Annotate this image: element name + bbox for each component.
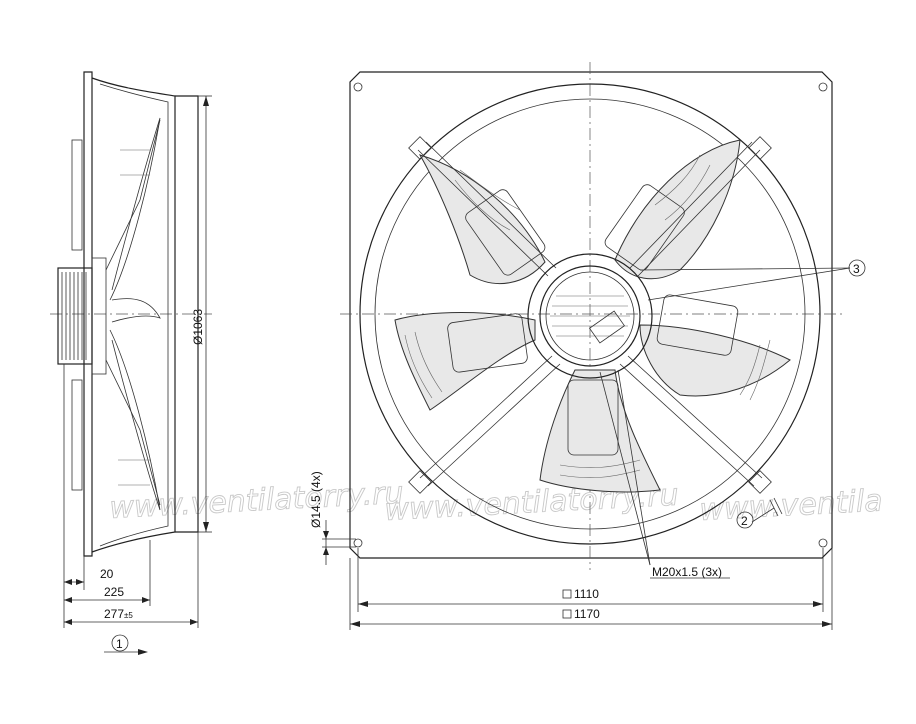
dim-1170-label: 1170 — [574, 607, 600, 621]
blade-5-guides — [404, 331, 443, 399]
dim-277-label: 277 — [104, 607, 124, 621]
side-blade-hatch — [118, 149, 150, 486]
strut-foot-tl — [408, 136, 432, 160]
dim-225-label: 225 — [104, 585, 124, 599]
hub-outer — [527, 253, 653, 379]
side-motor-fins — [61, 272, 87, 360]
blade-3 — [639, 324, 791, 397]
strut-tl — [417, 141, 557, 277]
side-blade-3 — [111, 298, 161, 323]
dim-1110-label: 1110 — [574, 587, 599, 601]
strut-br — [619, 355, 763, 487]
mount-hole-br — [818, 538, 828, 548]
strut-foot-tr — [748, 136, 772, 160]
dim-277-tolerance: ±5 — [124, 611, 133, 620]
watermark-text-3: www.ventila — [699, 483, 884, 528]
blade-5 — [394, 312, 536, 411]
callout-3-circle — [848, 259, 866, 277]
side-bracket-bottom — [71, 379, 83, 491]
mount-hole-tl — [353, 82, 363, 92]
blade-3-guides — [739, 339, 771, 401]
side-view: Ø1063 20 225 277 ±5 1 — [50, 71, 212, 655]
side-motor-flange — [91, 257, 107, 375]
strut-bl — [419, 355, 561, 487]
side-flange — [175, 95, 199, 533]
motor-fins — [550, 295, 630, 337]
terminal-box — [588, 310, 626, 344]
side-motor-body — [57, 267, 93, 365]
side-housing-inner — [99, 83, 169, 547]
mount-hole-tr — [818, 82, 828, 92]
square-symbol-1110 — [562, 589, 572, 599]
strut-foot-br — [748, 470, 772, 494]
hub-motor — [539, 265, 641, 367]
dim-hole-label: Ø14.5 (4x) — [309, 471, 323, 528]
hub-motor-inner — [545, 271, 635, 361]
blade-4-guides — [559, 459, 641, 479]
front-plate — [349, 71, 833, 559]
blade-root-4 — [567, 379, 619, 456]
callout-1-label: 1 — [116, 637, 123, 651]
airflow-arrow-icon — [138, 649, 148, 655]
callout-3-label: 3 — [853, 262, 860, 276]
dim-20-label: 20 — [100, 567, 114, 581]
watermark: www.ventilatorry.ru www.ventilatorry.ru … — [108, 475, 884, 528]
blade-4 — [539, 369, 661, 493]
blade-1 — [418, 154, 546, 285]
blade-2-guides — [654, 154, 711, 221]
side-blade-2 — [109, 329, 161, 511]
side-front-plate — [83, 71, 93, 557]
blade-root-2 — [604, 184, 685, 271]
watermark-text-1: www.ventilatorry.ru — [109, 476, 405, 526]
callout-2-label: 2 — [741, 514, 748, 528]
callout-3-leader-1 — [647, 267, 851, 301]
callout-2-leader — [751, 507, 775, 523]
shroud-ring-outer — [359, 83, 821, 545]
strut-tr — [629, 141, 761, 277]
side-struts — [105, 119, 161, 506]
blade-root-3 — [656, 294, 739, 356]
square-symbol-1170 — [562, 609, 572, 619]
thread-leader-1 — [617, 369, 651, 566]
callout-3-leader-2 — [639, 267, 851, 271]
thread-leader-2 — [599, 371, 651, 566]
front-view: 3 2 M20x1.5 (3x) Ø14.5 (4x) 1110 1170 — [309, 62, 866, 630]
callout-2-circle — [736, 511, 754, 529]
blade-root-1 — [465, 189, 546, 276]
callout-1-circle — [111, 634, 129, 652]
shroud-ring-inner — [374, 98, 806, 530]
dim-20-arrows — [64, 579, 84, 585]
dim-diameter-label: Ø1063 — [191, 309, 205, 345]
side-bracket-top — [71, 139, 83, 251]
dim-hole-arrows — [323, 531, 329, 555]
side-housing — [91, 77, 176, 553]
callout-2-mark — [769, 497, 783, 517]
strut-foot-bl — [408, 470, 432, 494]
thread-label: M20x1.5 (3x) — [652, 565, 722, 579]
side-blade-1 — [109, 117, 161, 301]
blade-root-5 — [447, 313, 528, 373]
blade-1-guides — [454, 169, 521, 231]
mount-hole-bl — [353, 538, 363, 548]
